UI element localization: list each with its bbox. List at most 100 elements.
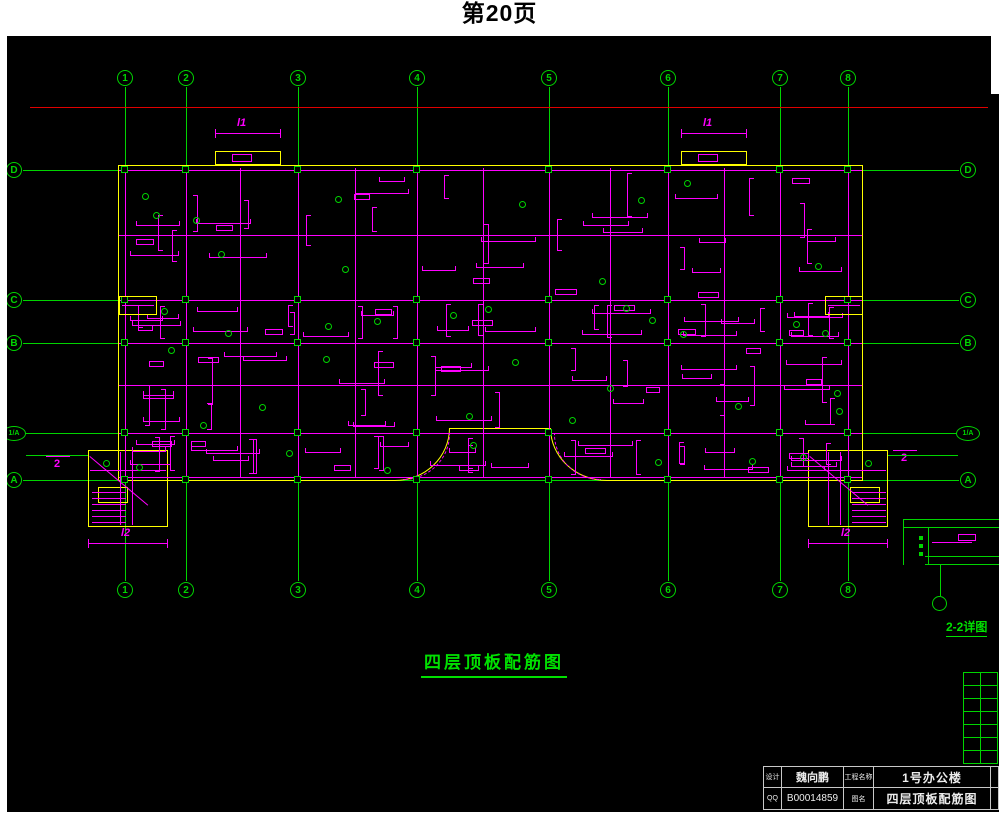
rebar-horizontal xyxy=(592,213,648,218)
hook-circle xyxy=(607,385,614,392)
rebar-vertical xyxy=(374,436,379,469)
beam-line xyxy=(186,168,187,478)
rebar-section xyxy=(149,361,164,367)
rebar-horizontal xyxy=(430,461,486,466)
rebar-section xyxy=(136,239,154,245)
table-line xyxy=(963,672,964,763)
hook-circle xyxy=(193,217,200,224)
building-outline xyxy=(118,165,119,481)
hook-circle xyxy=(200,422,207,429)
detail-line xyxy=(925,556,999,557)
hook-circle xyxy=(374,318,381,325)
rebar-section xyxy=(698,292,719,298)
rebar-vertical xyxy=(830,398,835,425)
rebar-section xyxy=(198,357,219,363)
column-marker xyxy=(545,296,552,303)
rebar-section xyxy=(459,465,479,471)
column-marker xyxy=(664,476,671,483)
rebar-horizontal xyxy=(704,465,753,470)
hook-circle xyxy=(153,212,160,219)
column-marker xyxy=(121,166,128,173)
detail-text-mark xyxy=(919,544,923,548)
hook-circle xyxy=(325,323,332,330)
hook-circle xyxy=(335,196,342,203)
table-line xyxy=(963,685,998,686)
rebar-horizontal xyxy=(692,268,721,273)
rebar-vertical xyxy=(760,308,765,332)
building-outline xyxy=(862,165,863,481)
grid-bubble-right-C: C xyxy=(960,292,976,308)
stair-landing xyxy=(98,487,128,503)
title-block: 设计 魏向鹏 工程名称 1号办公楼 QQ B00014859 图名 四层顶板配筋… xyxy=(763,766,999,810)
rebar-section xyxy=(806,379,822,385)
page-margin-left xyxy=(0,36,7,812)
rebar-horizontal xyxy=(786,360,842,365)
grid-bubble-bottom-4: 4 xyxy=(409,582,425,598)
rebar-vertical xyxy=(446,304,451,337)
table-line xyxy=(963,763,998,764)
grid-line-row xyxy=(888,455,958,456)
hook-circle xyxy=(800,454,807,461)
column-marker xyxy=(294,339,301,346)
column-marker xyxy=(844,166,851,173)
rebar-vertical xyxy=(571,348,576,371)
rebar-vertical xyxy=(484,224,489,264)
hook-circle xyxy=(512,359,519,366)
rebar-horizontal xyxy=(193,327,248,332)
rebar-horizontal xyxy=(481,237,536,242)
column-marker xyxy=(664,429,671,436)
rebar-vertical xyxy=(571,440,576,475)
detail-line xyxy=(903,527,999,528)
rebar-horizontal xyxy=(380,442,409,447)
rebar-section xyxy=(585,448,606,454)
page-number-label: 第20页 xyxy=(461,0,538,26)
stair-step xyxy=(852,516,886,517)
hook-circle xyxy=(793,321,800,328)
detail-line xyxy=(940,564,941,596)
rebar-vertical xyxy=(288,305,293,327)
beam-line xyxy=(90,470,166,471)
hook-circle xyxy=(623,305,630,312)
column-marker xyxy=(664,339,671,346)
beam-line xyxy=(828,305,860,306)
column-marker xyxy=(121,339,128,346)
roof-protrusion xyxy=(215,151,281,165)
grid-bubble-right-1/A: 1/A xyxy=(956,425,980,441)
rebar-section xyxy=(678,329,696,335)
grid-bubble-left-1/A: 1/A xyxy=(2,425,26,441)
table-line xyxy=(963,711,998,712)
column-marker xyxy=(182,166,189,173)
grid-bubble-top-1: 1 xyxy=(117,70,133,86)
column-marker xyxy=(413,296,420,303)
column-marker xyxy=(413,339,420,346)
stair-step xyxy=(92,498,126,499)
beam-line xyxy=(417,168,418,478)
column-marker xyxy=(776,476,783,483)
rebar-horizontal xyxy=(339,379,385,384)
hook-circle xyxy=(569,417,576,424)
beam-line xyxy=(119,343,862,344)
rebar-vertical xyxy=(750,366,755,406)
rebar-vertical xyxy=(378,351,383,396)
rebar-vertical xyxy=(627,173,632,217)
beam-line xyxy=(120,452,121,525)
title-block-qq-label: QQ xyxy=(764,788,782,809)
column-marker xyxy=(294,166,301,173)
rebar-horizontal xyxy=(603,228,643,233)
beam-line xyxy=(298,168,299,478)
rebar-horizontal xyxy=(791,462,837,467)
rebar-horizontal xyxy=(147,314,179,319)
rebar-section xyxy=(232,154,252,162)
rebar-section xyxy=(958,534,976,541)
table-line xyxy=(963,750,998,751)
rebar-horizontal xyxy=(353,422,395,427)
rebar-horizontal xyxy=(721,319,755,324)
rebar-horizontal xyxy=(564,452,613,457)
building-outline xyxy=(118,480,395,481)
rebar-horizontal xyxy=(799,267,842,272)
rebar-vertical xyxy=(358,306,363,339)
hook-circle xyxy=(485,306,492,313)
column-marker xyxy=(844,339,851,346)
